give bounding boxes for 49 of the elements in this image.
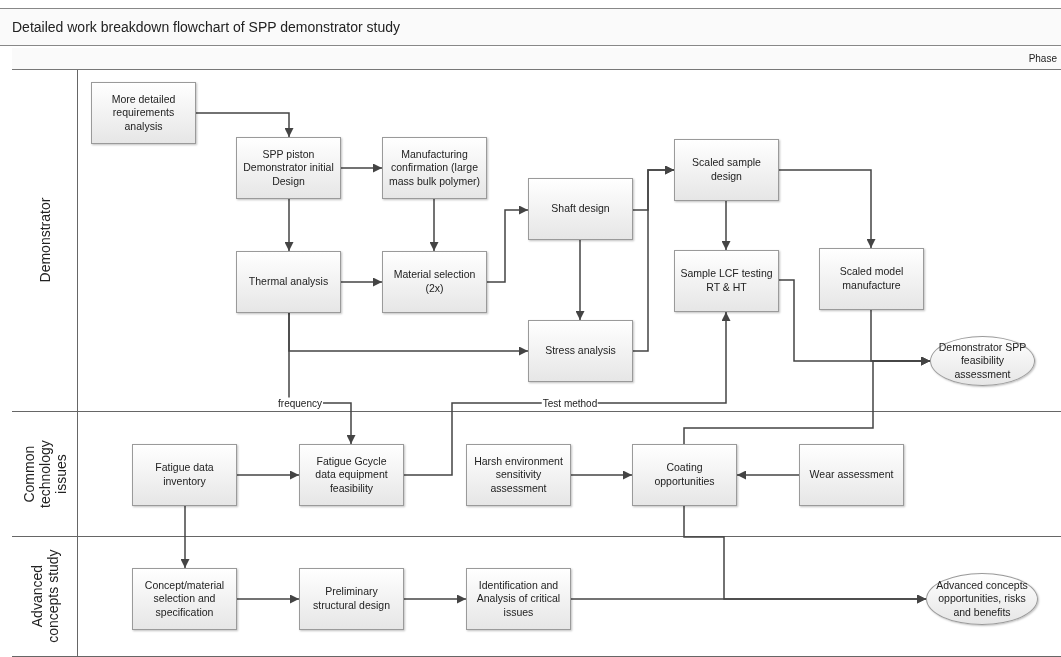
process-box: Shaft design	[528, 178, 633, 240]
process-box: Scaled model manufacture	[819, 248, 924, 310]
process-box: Thermal analysis	[236, 251, 341, 313]
connector-arrow	[403, 311, 731, 476]
connector-arrow	[340, 163, 383, 173]
connector-arrow	[284, 198, 294, 252]
connector-arrow	[429, 198, 439, 252]
process-box: More detailed requirements analysis	[91, 82, 196, 144]
connector-arrow	[683, 356, 931, 445]
process-box: Preliminary structural design	[299, 568, 404, 630]
process-box: Identification and Analysis of critical issues	[466, 568, 571, 630]
connector-arrow	[403, 594, 467, 604]
process-box: Concept/material selection and specification	[132, 568, 237, 630]
connector-arrow	[340, 277, 383, 287]
process-box: Manufacturing confirmation (large mass bulk polymer)	[382, 137, 487, 199]
edge-label: Test method	[541, 397, 599, 409]
edge-label: frequency	[277, 397, 323, 409]
lane-title: Common technology issues	[20, 439, 69, 510]
process-box: Harsh environment sensitivity assessment	[466, 444, 571, 506]
diagram-title: Detailed work breakdown flowchart of SPP demonstrator study	[12, 19, 401, 35]
connector-arrow	[683, 505, 927, 604]
connector-arrow	[778, 169, 876, 249]
terminal-oval: Advanced concepts opportunities, risks and benefits	[926, 573, 1038, 625]
connector-arrow	[632, 165, 675, 352]
process-box: Wear assessment	[799, 444, 904, 506]
process-box: Scaled sample design	[674, 139, 779, 201]
connector-arrow	[736, 470, 800, 480]
process-box: Material selection (2x)	[382, 251, 487, 313]
connector-arrow	[180, 505, 190, 569]
swimlane	[12, 70, 1061, 412]
process-box: Stress analysis	[528, 320, 633, 382]
connector-arrow	[570, 470, 633, 480]
process-box: Coating opportunities	[632, 444, 737, 506]
terminal-oval: Demonstrator SPP feasibility assessment	[930, 336, 1035, 386]
connector-arrow	[721, 200, 731, 251]
process-box: Sample LCF testing RT & HT	[674, 250, 779, 312]
swimlane	[12, 537, 1061, 657]
connector-arrow	[486, 205, 529, 283]
connector-arrow	[575, 239, 585, 321]
connector-arrow	[236, 470, 300, 480]
lane-title: Demonstrator	[36, 196, 53, 285]
process-box: Fatigue Gcycle data equipment feasibility	[299, 444, 404, 506]
phase-label: Phase	[1028, 53, 1057, 64]
connector-arrow	[195, 112, 294, 138]
process-box: Fatigue data inventory	[132, 444, 237, 506]
swimlane	[12, 412, 1061, 537]
lane-title: Advanced concepts study	[28, 548, 61, 646]
process-box: SPP piston Demonstrator initial Design	[236, 137, 341, 199]
connector-arrow	[236, 594, 300, 604]
